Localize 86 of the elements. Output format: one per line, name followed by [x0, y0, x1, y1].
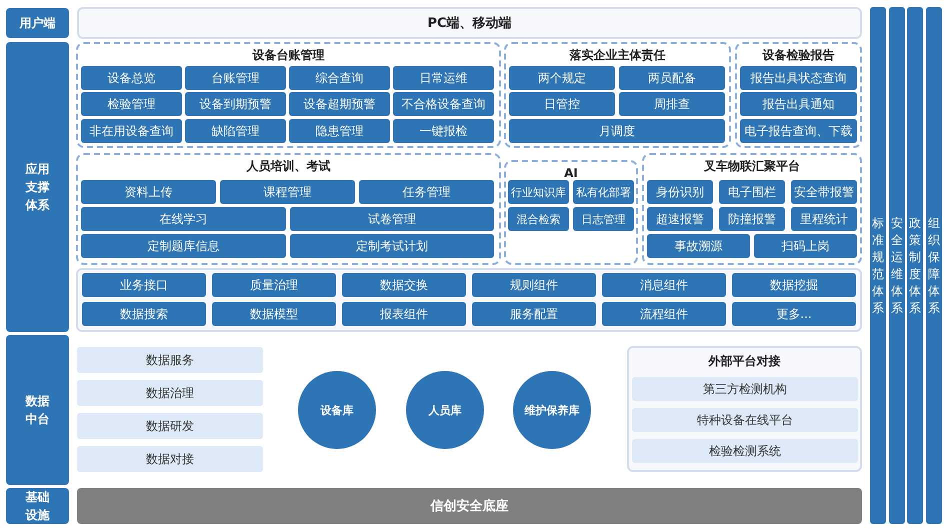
function-tile: 私有化部署 [573, 180, 634, 204]
data-service-block: 数据治理 [77, 380, 263, 406]
database-circle: 维护保养库 [513, 371, 591, 449]
function-tile: 不合格设备查询 [393, 92, 494, 116]
function-tile: 电子报告查询、下载 [740, 119, 857, 143]
function-tile: 周排查 [619, 92, 725, 116]
function-tile: 课程管理 [220, 180, 355, 204]
client-panel: PC端、移动端 [77, 7, 862, 39]
function-tile: 两员配备 [619, 66, 725, 90]
foundation-bar: 信创安全底座 [77, 488, 862, 524]
layer-label: 应用支撑体系 [6, 42, 69, 332]
function-tile: 检验管理 [81, 92, 182, 116]
database-circle: 人员库 [406, 371, 484, 449]
external-platform-panel [627, 346, 862, 472]
data-service-block: 数据研发 [77, 413, 263, 439]
layer-label: 用户端 [6, 8, 69, 38]
function-tile: 报告出具通知 [740, 92, 857, 116]
function-tile: 安全带报警 [791, 180, 857, 204]
platform-item: 第三方检测机构 [632, 377, 858, 401]
function-tile: 防撞报警 [719, 207, 785, 231]
function-tile: 台账管理 [185, 66, 286, 90]
module-group [504, 42, 731, 148]
function-tile: 行业知识库 [508, 180, 569, 204]
module-group [76, 153, 501, 265]
function-tile: 业务接口 [82, 273, 206, 297]
system-pillar: 组织保障体系 [926, 7, 942, 524]
function-tile: 规则组件 [472, 273, 596, 297]
function-tile: 设备总览 [81, 66, 182, 90]
function-tile: 资料上传 [81, 180, 216, 204]
function-tile: 设备到期预警 [185, 92, 286, 116]
group-title: 叉车物联汇聚平台 [704, 159, 800, 173]
group-title: 设备台账管理 [252, 48, 324, 62]
function-tile: 事故溯源 [647, 234, 750, 258]
system-pillar: 政策制度体系 [907, 7, 923, 524]
platform-item: 检验检测系统 [632, 439, 858, 463]
function-tile: 数据模型 [212, 302, 336, 326]
module-group [76, 42, 501, 148]
function-tile: 在线学习 [81, 207, 286, 231]
layer-label: 数据中台 [6, 335, 69, 485]
database-circle: 设备库 [298, 371, 376, 449]
function-tile: 综合查询 [289, 66, 390, 90]
function-tile: 超速报警 [647, 207, 713, 231]
function-tile: 设备超期预警 [289, 92, 390, 116]
module-group [504, 160, 638, 265]
function-tile: 流程组件 [602, 302, 726, 326]
function-tile: 定制题库信息 [81, 234, 286, 258]
function-tile: 日常运维 [393, 66, 494, 90]
group-title: 外部平台对接 [708, 354, 780, 368]
function-tile: 混合检索 [508, 207, 569, 231]
function-tile: 非在用设备查询 [81, 119, 182, 143]
group-title: 人员培训、考试 [246, 159, 330, 173]
function-tile: 报告出具状态查询 [740, 66, 857, 90]
function-tile: 质量治理 [212, 273, 336, 297]
function-tile: 扫码上岗 [754, 234, 857, 258]
function-tile: 报表组件 [342, 302, 466, 326]
group-title: 设备检验报告 [762, 48, 834, 62]
function-tile: 定制考试计划 [290, 234, 494, 258]
function-tile: 数据挖掘 [732, 273, 856, 297]
data-service-block: 数据对接 [77, 446, 263, 472]
function-tile: 一键报检 [393, 119, 494, 143]
function-tile: 日管控 [509, 92, 615, 116]
function-tile: 日志管理 [573, 207, 634, 231]
function-tile: 任务管理 [359, 180, 494, 204]
module-group [642, 153, 862, 265]
function-tile: 电子围栏 [719, 180, 785, 204]
platform-item: 特种设备在线平台 [632, 408, 858, 432]
system-pillar: 安全运维体系 [889, 7, 905, 524]
function-tile: 月调度 [509, 119, 725, 143]
function-tile: 服务配置 [472, 302, 596, 326]
system-pillar: 标准规范体系 [870, 7, 886, 524]
function-tile: 更多... [732, 302, 856, 326]
layer-label: 基础设施 [6, 488, 69, 524]
function-tile: 数据搜索 [82, 302, 206, 326]
function-tile: 两个规定 [509, 66, 615, 90]
module-group [735, 42, 862, 148]
function-tile: 身份识别 [647, 180, 713, 204]
component-panel [76, 268, 862, 332]
function-tile: 隐患管理 [289, 119, 390, 143]
function-tile: 数据交换 [342, 273, 466, 297]
function-tile: 消息组件 [602, 273, 726, 297]
function-tile: 缺陷管理 [185, 119, 286, 143]
function-tile: 试卷管理 [290, 207, 494, 231]
function-tile: 里程统计 [791, 207, 857, 231]
group-title: 落实企业主体责任 [570, 48, 666, 62]
data-service-block: 数据服务 [77, 347, 263, 373]
group-title: AI [564, 166, 578, 180]
